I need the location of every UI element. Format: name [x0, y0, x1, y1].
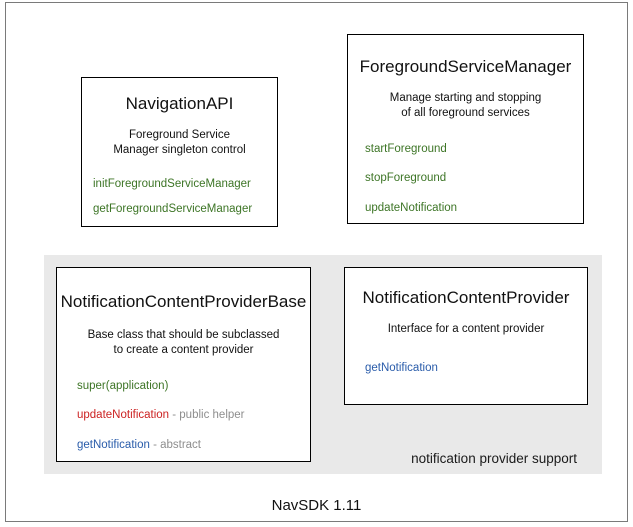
member-suffix: - public helper: [169, 409, 245, 422]
class-box-notification-content-provider-base[interactable]: NotificationContentProviderBase Base cla…: [56, 267, 311, 462]
class-title-notification-content-provider: NotificationContentProvider: [362, 288, 570, 307]
member-name: startForeground: [365, 142, 447, 155]
class-box-notification-content-provider[interactable]: NotificationContentProvider Interface fo…: [344, 267, 588, 405]
footer-caption: NavSDK 1.11: [271, 497, 362, 514]
member-item[interactable]: getNotification - abstract: [77, 438, 310, 452]
class-box-foreground-service-manager[interactable]: ForegroundServiceManager Manage starting…: [347, 34, 584, 224]
class-description-foreground-service-manager: Manage starting and stopping of all fore…: [348, 91, 583, 122]
class-description-line: of all foreground services: [401, 107, 530, 120]
group-panel-label: notification provider support: [411, 451, 577, 466]
class-title-notification-content-provider-base: NotificationContentProviderBase: [60, 292, 307, 311]
member-name: updateNotification: [77, 409, 170, 422]
member-item[interactable]: super(application): [77, 379, 310, 393]
member-name: getNotification: [77, 438, 150, 451]
member-item[interactable]: stopForeground: [365, 172, 583, 185]
member-item[interactable]: startForeground: [365, 142, 583, 156]
class-description-line: Interface for a content provider: [387, 322, 545, 335]
class-title-navigation-api: NavigationAPI: [125, 94, 234, 113]
member-list-notification-content-provider: getNotification: [345, 362, 587, 375]
class-description-line: Manager singleton control: [113, 144, 246, 157]
class-box-navigation-api[interactable]: NavigationAPI Foreground Service Manager…: [81, 77, 278, 227]
member-name: initForegroundServiceManager: [93, 177, 251, 190]
member-item[interactable]: updateNotification: [365, 201, 583, 215]
member-name: getNotification: [365, 362, 438, 375]
member-item[interactable]: getForegroundServiceManager: [93, 203, 277, 216]
class-description-line: to create a content provider: [113, 344, 254, 357]
member-name: stopForeground: [365, 172, 447, 185]
member-item[interactable]: updateNotification - public helper: [77, 409, 310, 422]
member-suffix: - abstract: [149, 438, 202, 451]
class-title-foreground-service-manager: ForegroundServiceManager: [359, 57, 572, 76]
member-item[interactable]: initForegroundServiceManager: [93, 177, 277, 191]
class-description-line: Base class that should be subclassed: [87, 328, 280, 341]
outer-frame: notification provider support Navigation…: [5, 2, 628, 522]
class-description-line: Manage starting and stopping: [389, 91, 542, 104]
member-item[interactable]: getNotification: [365, 362, 587, 375]
class-description-notification-content-provider-base: Base class that should be subclassed to …: [57, 328, 310, 359]
member-name: updateNotification: [365, 201, 458, 214]
class-description-notification-content-provider: Interface for a content provider: [345, 322, 587, 338]
class-description-line: Foreground Service: [129, 128, 230, 141]
member-name: super(application): [77, 379, 169, 392]
member-name: getForegroundServiceManager: [93, 203, 253, 216]
class-description-navigation-api: Foreground Service Manager singleton con…: [82, 128, 277, 159]
member-list-foreground-service-manager: startForeground stopForeground updateNot…: [348, 142, 583, 215]
member-list-notification-content-provider-base: super(application) updateNotification - …: [57, 379, 310, 452]
member-list-navigation-api: initForegroundServiceManager getForegrou…: [82, 177, 277, 216]
